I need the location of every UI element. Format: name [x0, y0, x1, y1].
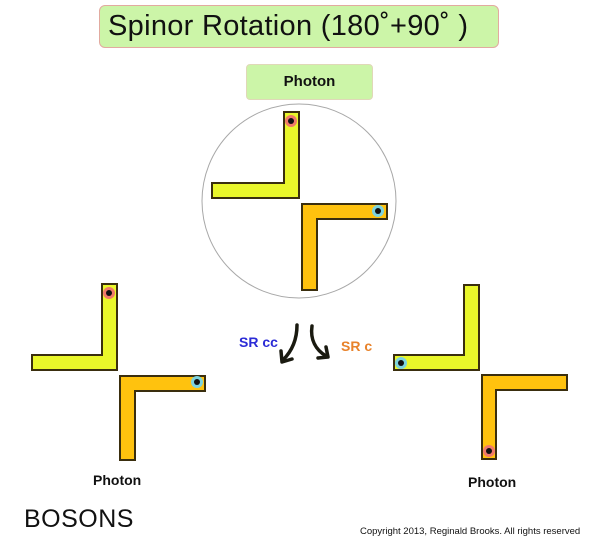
top-spinor	[211, 111, 388, 291]
copyright-notice: Copyright 2013, Reginald Brooks. All rig…	[360, 526, 581, 537]
counterclockwise-arrow-icon	[279, 323, 299, 364]
right-spinor	[393, 284, 568, 460]
right-orange-arm	[481, 374, 568, 460]
top-red-marker-icon	[285, 115, 297, 127]
left-cyan-marker-icon	[191, 376, 203, 388]
top-photon-label: Photon	[283, 73, 336, 90]
top-cyan-marker-icon	[372, 205, 384, 217]
bosons-heading: BOSONS	[24, 505, 134, 533]
sr-cc-label: SR cc	[239, 334, 278, 350]
right-red-marker-icon	[483, 445, 495, 457]
left-spinor	[31, 283, 206, 461]
left-yellow-arm	[31, 283, 118, 371]
page-title: Spinor Rotation (180˚+90˚ )	[108, 10, 469, 42]
top-orange-arm	[301, 203, 388, 291]
title-banner: Spinor Rotation (180˚+90˚ )	[99, 5, 499, 48]
right-photon-label: Photon	[468, 474, 517, 490]
sr-c-label: SR c	[341, 338, 373, 354]
left-photon-label: Photon	[93, 472, 142, 488]
right-cyan-marker-icon	[395, 357, 407, 369]
enclosing-circle	[201, 103, 397, 299]
top-yellow-arm	[211, 111, 300, 199]
left-red-marker-icon	[103, 287, 115, 299]
right-yellow-arm	[393, 284, 480, 371]
clockwise-arrow-icon	[309, 324, 330, 360]
top-photon-label-box: Photon	[246, 64, 373, 100]
left-orange-arm	[119, 375, 206, 461]
